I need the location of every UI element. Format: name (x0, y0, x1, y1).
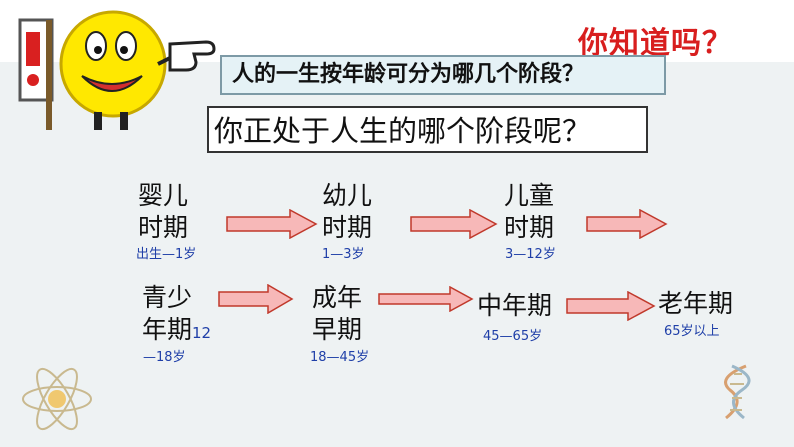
arrow-right-icon (586, 209, 668, 239)
stage-toddler: 幼儿 时期 (322, 181, 373, 242)
sub-question: 你正处于人生的哪个阶段呢？ (214, 114, 592, 148)
stage-youth: 青少 年期12 (142, 283, 212, 344)
dna-icon (724, 364, 751, 420)
age-early-adult: 18—45岁 (310, 350, 370, 365)
age-child: 3—12岁 (505, 247, 556, 262)
stage-old-age: 老年期 (658, 289, 734, 318)
stage-middle-age: 中年期 (477, 291, 553, 320)
atom-icon (22, 367, 92, 431)
arrow-right-icon (218, 284, 294, 314)
pointing-hand-icon (157, 40, 216, 72)
stage-early-adult: 成年 早期 (312, 283, 363, 344)
arrow-right-icon (226, 209, 318, 239)
age-old-age: 65岁以上 (664, 324, 720, 339)
arrow-right-icon (378, 286, 474, 312)
age-middle-age: 45—65岁 (483, 329, 543, 344)
smiley-mascot-icon (18, 10, 216, 130)
arrow-right-icon (410, 209, 498, 239)
age-toddler: 1—3岁 (322, 247, 365, 262)
age-infant: 出生—1岁 (136, 247, 197, 262)
exclamation-sign-icon (18, 18, 54, 130)
question-box: 人的一生按年龄可分为哪几个阶段？ (220, 55, 666, 95)
age-youth: —18岁 (143, 350, 186, 365)
stage-infant: 婴儿 时期 (138, 181, 189, 242)
sub-question-box (207, 106, 648, 153)
stage-child: 儿童 时期 (504, 181, 555, 242)
arrow-right-icon (566, 291, 656, 321)
